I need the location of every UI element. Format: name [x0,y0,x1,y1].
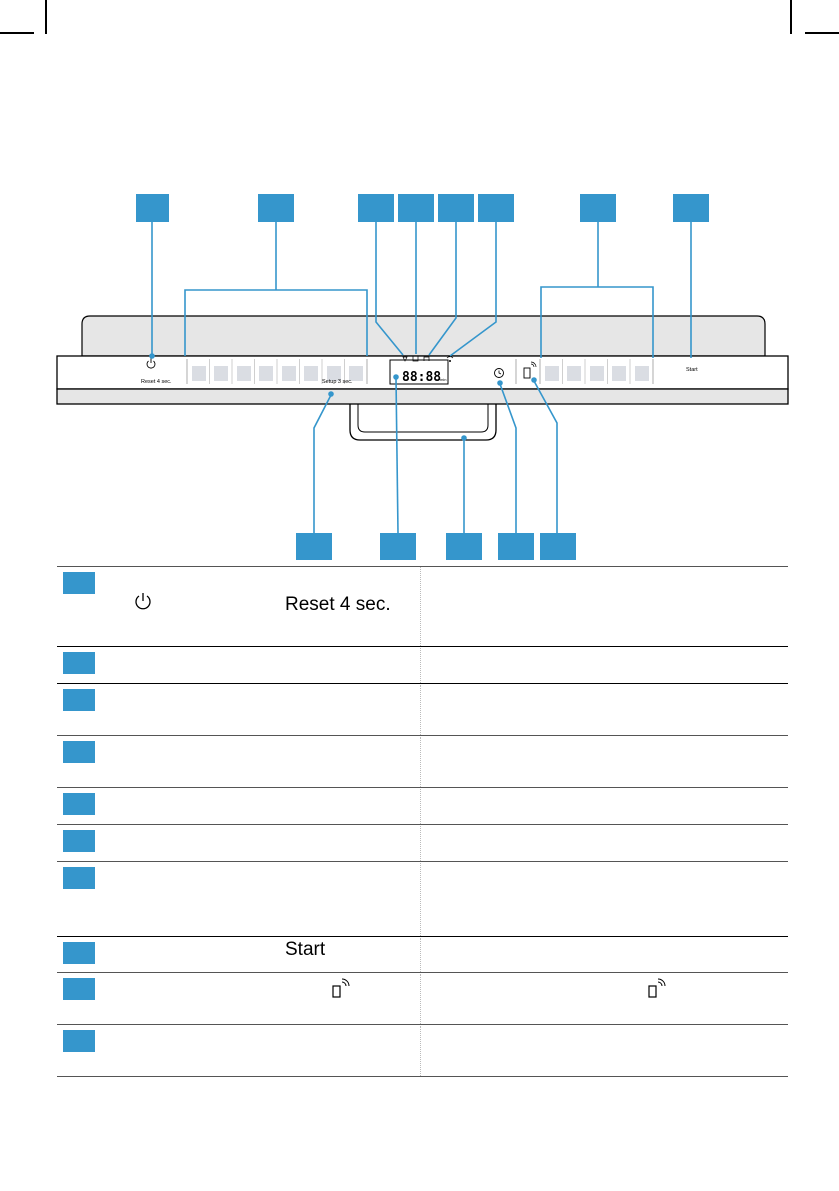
callout-box-4 [398,194,434,222]
panel-top-housing [81,315,766,357]
corner-mark-left-h [0,32,34,34]
option-button-3[interactable] [590,366,604,381]
table-row-1: Reset 4 sec. [57,567,788,647]
row-number-badge [63,572,95,594]
row-number-badge [63,793,95,815]
option-button-4[interactable] [612,366,626,381]
callout-box-13 [540,533,576,560]
table-row-9 [57,974,788,1025]
callout-box-9 [296,533,332,560]
column-divider [420,648,421,683]
column-divider [420,737,421,787]
row-number-badge [63,652,95,674]
callout-box-11 [446,533,482,560]
table-row-7 [57,863,788,937]
program-button-2[interactable] [214,366,228,381]
corner-mark-left-v [45,0,47,34]
start-label: Start [285,939,326,960]
table-row-8: Start [57,938,788,973]
column-divider [420,685,421,735]
program-button-5[interactable] [282,366,296,381]
column-divider [420,938,421,972]
row-number-badge [63,942,95,964]
corner-mark-right-v [790,0,792,34]
table-top-rule [57,566,788,567]
panel-bottom-band [56,388,789,405]
program-button-3[interactable] [237,366,251,381]
callout-box-12 [498,533,534,560]
callout-box-10 [380,533,416,560]
callout-leader-lines-bottom [313,374,558,534]
column-divider [420,974,421,1024]
setup-label: Setup 3 sec. [322,379,353,385]
rinse-aid-indicator-icon [402,356,408,362]
remote-start-icon[interactable] [523,361,537,379]
remote-start-icon [332,978,350,998]
table-row-4 [57,737,788,788]
option-buttons-right [515,359,654,384]
program-button-6[interactable] [304,366,318,381]
row-number-badge [63,741,95,763]
program-button-4[interactable] [259,366,273,381]
start-label: Start [686,367,698,373]
power-icon [135,593,151,610]
callout-box-8 [673,194,709,222]
column-divider [420,567,421,646]
program-button-8[interactable] [349,366,363,381]
callout-box-6 [478,194,514,222]
program-buttons-left [186,359,368,384]
door-handle-inner [357,404,489,433]
program-button-1[interactable] [192,366,206,381]
column-divider [420,789,421,824]
display-window [389,359,449,385]
table-row-5 [57,789,788,825]
option-button-1[interactable] [545,366,559,381]
control-panel-diagram: Reset 4 sec. Setup 3 sec. 88:88 min [56,194,789,560]
display-unit: min [440,377,446,382]
table-row-3 [57,685,788,736]
column-divider [420,863,421,936]
option-button-5[interactable] [635,366,649,381]
callout-box-5 [438,194,474,222]
wifi-indicator-icon [446,356,454,362]
salt-indicator-icon [412,355,419,362]
water-supply-indicator-icon [423,356,430,361]
option-button-2[interactable] [567,366,581,381]
callout-box-7 [580,194,616,222]
power-icon [146,358,156,369]
timer-icon[interactable] [494,368,504,378]
row-number-badge [63,978,95,1000]
table-row-2 [57,648,788,684]
door-handle [349,404,497,441]
row-number-badge [63,689,95,711]
power-label: Reset 4 sec. [141,379,172,385]
callout-leader-lines-top [149,222,692,359]
row-number-badge [63,867,95,889]
callout-box-3 [358,194,394,222]
display-digits: 88:88 [402,370,441,385]
corner-mark-right-h [805,32,839,34]
row-number-badge [63,1030,95,1052]
remote-start-icon [648,978,666,998]
column-divider [420,1026,421,1076]
reset-label: Reset 4 sec. [285,594,391,615]
table-row-10 [57,1026,788,1077]
callout-box-2 [258,194,294,222]
callout-box-1 [136,194,169,222]
table-row-6 [57,826,788,862]
program-button-7[interactable] [327,366,341,381]
column-divider [420,826,421,861]
row-number-badge [63,830,95,852]
